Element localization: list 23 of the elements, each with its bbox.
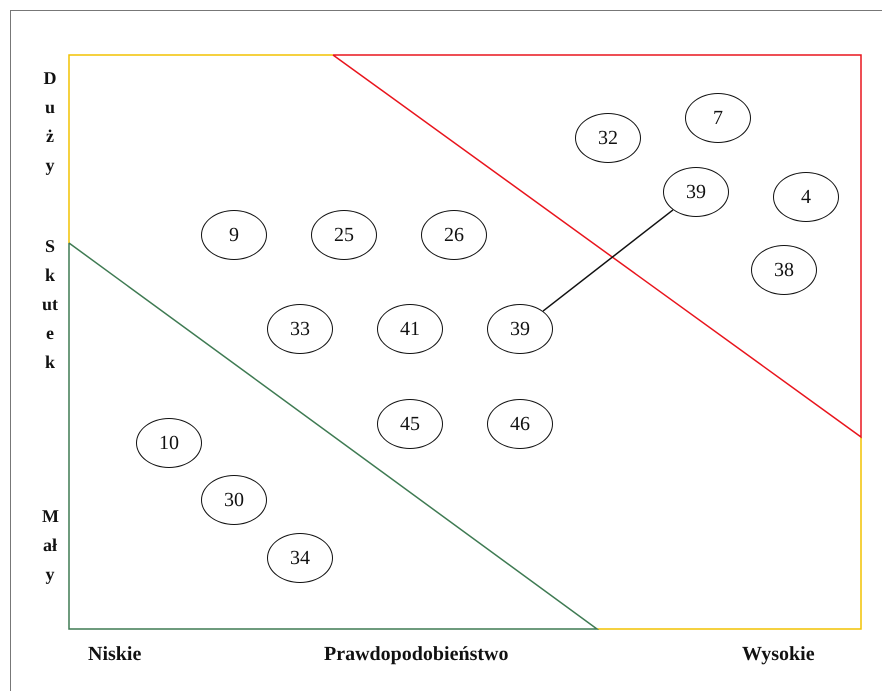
risk-number-circle: 34 [267, 533, 333, 583]
axis-label: Niskie [88, 643, 142, 666]
axis-title: Prawdopodobieństwo [324, 643, 508, 666]
risk-number-circle: 10 [136, 418, 202, 468]
risk-number-circle: 39 [487, 304, 553, 354]
risk-number-circle: 9 [201, 210, 267, 260]
risk-number-circle: 7 [685, 93, 751, 143]
risk-number-circle: 46 [487, 399, 553, 449]
risk-number-circle: 39 [663, 167, 729, 217]
risk-number-circle: 33 [267, 304, 333, 354]
risk-number-circle: 4 [773, 172, 839, 222]
risk-number-circle: 38 [751, 245, 817, 295]
risk-number-circle: 30 [201, 475, 267, 525]
risk-number-circle: 32 [575, 113, 641, 163]
risk-number-circle: 26 [421, 210, 487, 260]
risk-number-circle: 25 [311, 210, 377, 260]
axis-label: Mały [42, 505, 58, 586]
axis-label: Duży [42, 67, 58, 177]
risk-number-circle: 45 [377, 399, 443, 449]
connector-line [542, 209, 674, 312]
axis-label: Skutek [42, 235, 58, 374]
risk-number-circle: 41 [377, 304, 443, 354]
axis-label: Wysokie [742, 643, 815, 666]
